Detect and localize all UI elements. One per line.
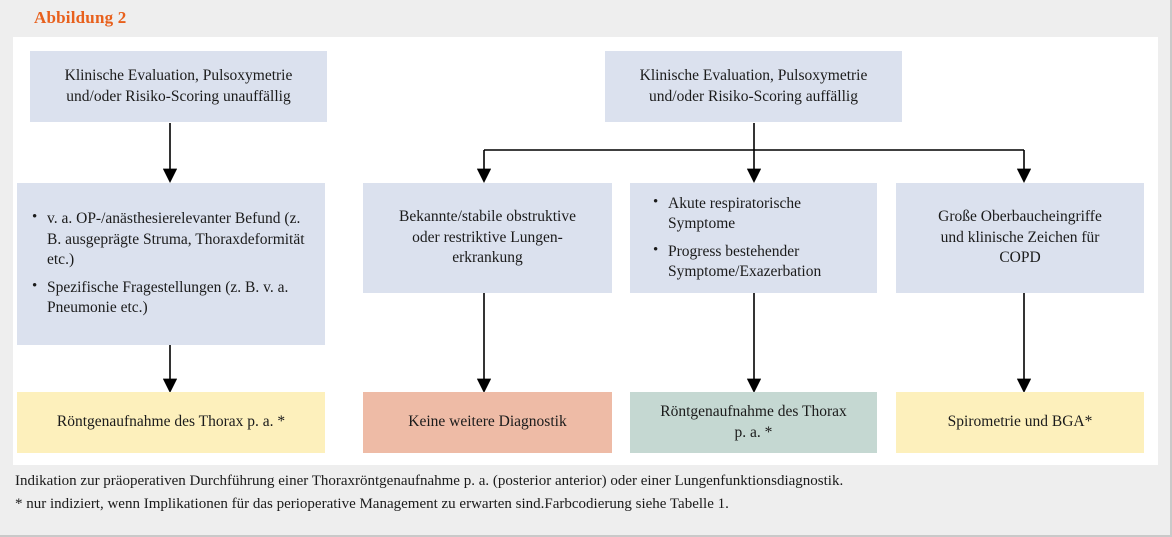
node-out-1-label: Röntgenaufnahme des Thorax p. a. * [56, 413, 286, 431]
node-mid-4[interactable]: Große Oberbaucheingriffe und klinische Z… [896, 183, 1144, 293]
node-mid-1[interactable]: v. a. OP-/anästhesierelevanter Befund (z… [17, 183, 325, 345]
node-mid-3-bullet-1: Akute respiratorische Symptome [653, 193, 867, 235]
node-mid-2-line1: Bekannte/stabile obstruktive [399, 208, 576, 226]
node-mid-3-bullet-2: Progress bestehender Symptome/Exazerbati… [653, 241, 867, 283]
node-out-3[interactable]: Röntgenaufnahme des Thorax p. a. * [630, 392, 877, 453]
node-out-1[interactable]: Röntgenaufnahme des Thorax p. a. * [17, 392, 325, 453]
node-mid-2-line3: erkrankung [452, 249, 523, 267]
node-out-3-line2: p. a. * [734, 423, 773, 441]
node-root-left[interactable]: Klinische Evaluation, Pulsoxymetrie und/… [30, 51, 327, 122]
node-root-left-line2: und/oder Risiko-Scoring unauffällig [66, 87, 291, 105]
node-mid-3[interactable]: Akute respiratorische Symptome Progress … [630, 183, 877, 293]
node-root-right[interactable]: Klinische Evaluation, Pulsoxymetrie und/… [605, 51, 902, 122]
node-out-2[interactable]: Keine weitere Diagnostik [363, 392, 612, 453]
figure-caption: Indikation zur präoperativen Durchführun… [15, 470, 1155, 517]
node-root-right-line1: Klinische Evaluation, Pulsoxymetrie [639, 67, 868, 85]
node-mid-4-line3: COPD [999, 249, 1041, 267]
flowchart-canvas: Klinische Evaluation, Pulsoxymetrie und/… [13, 37, 1158, 465]
node-out-3-line1: Röntgenaufnahme des Thorax [660, 403, 847, 421]
caption-line-2: * nur indiziert, wenn Implikationen für … [15, 496, 729, 513]
figure-title: Abbildung 2 [34, 8, 127, 27]
node-out-4[interactable]: Spirometrie und BGA* [896, 392, 1144, 453]
node-mid-2[interactable]: Bekannte/stabile obstruktive oder restri… [363, 183, 612, 293]
node-mid-4-line1: Große Oberbaucheingriffe [938, 208, 1102, 226]
node-out-2-label: Keine weitere Diagnostik [408, 413, 567, 431]
node-mid-4-line2: und klinische Zeichen für [940, 228, 1100, 246]
node-root-right-line2: und/oder Risiko-Scoring auffällig [649, 87, 858, 105]
node-root-left-line1: Klinische Evaluation, Pulsoxymetrie [64, 67, 293, 85]
node-mid-2-line2: oder restriktive Lungen- [412, 228, 563, 246]
caption-line-1: Indikation zur präoperativen Durchführun… [15, 473, 844, 489]
node-mid-1-bullet-1: v. a. OP-/anästhesierelevanter Befund (z… [32, 208, 315, 270]
node-mid-1-bullet-2: Spezifische Fragestellungen (z. B. v. a.… [32, 277, 315, 319]
node-out-4-label: Spirometrie und BGA* [947, 413, 1093, 431]
